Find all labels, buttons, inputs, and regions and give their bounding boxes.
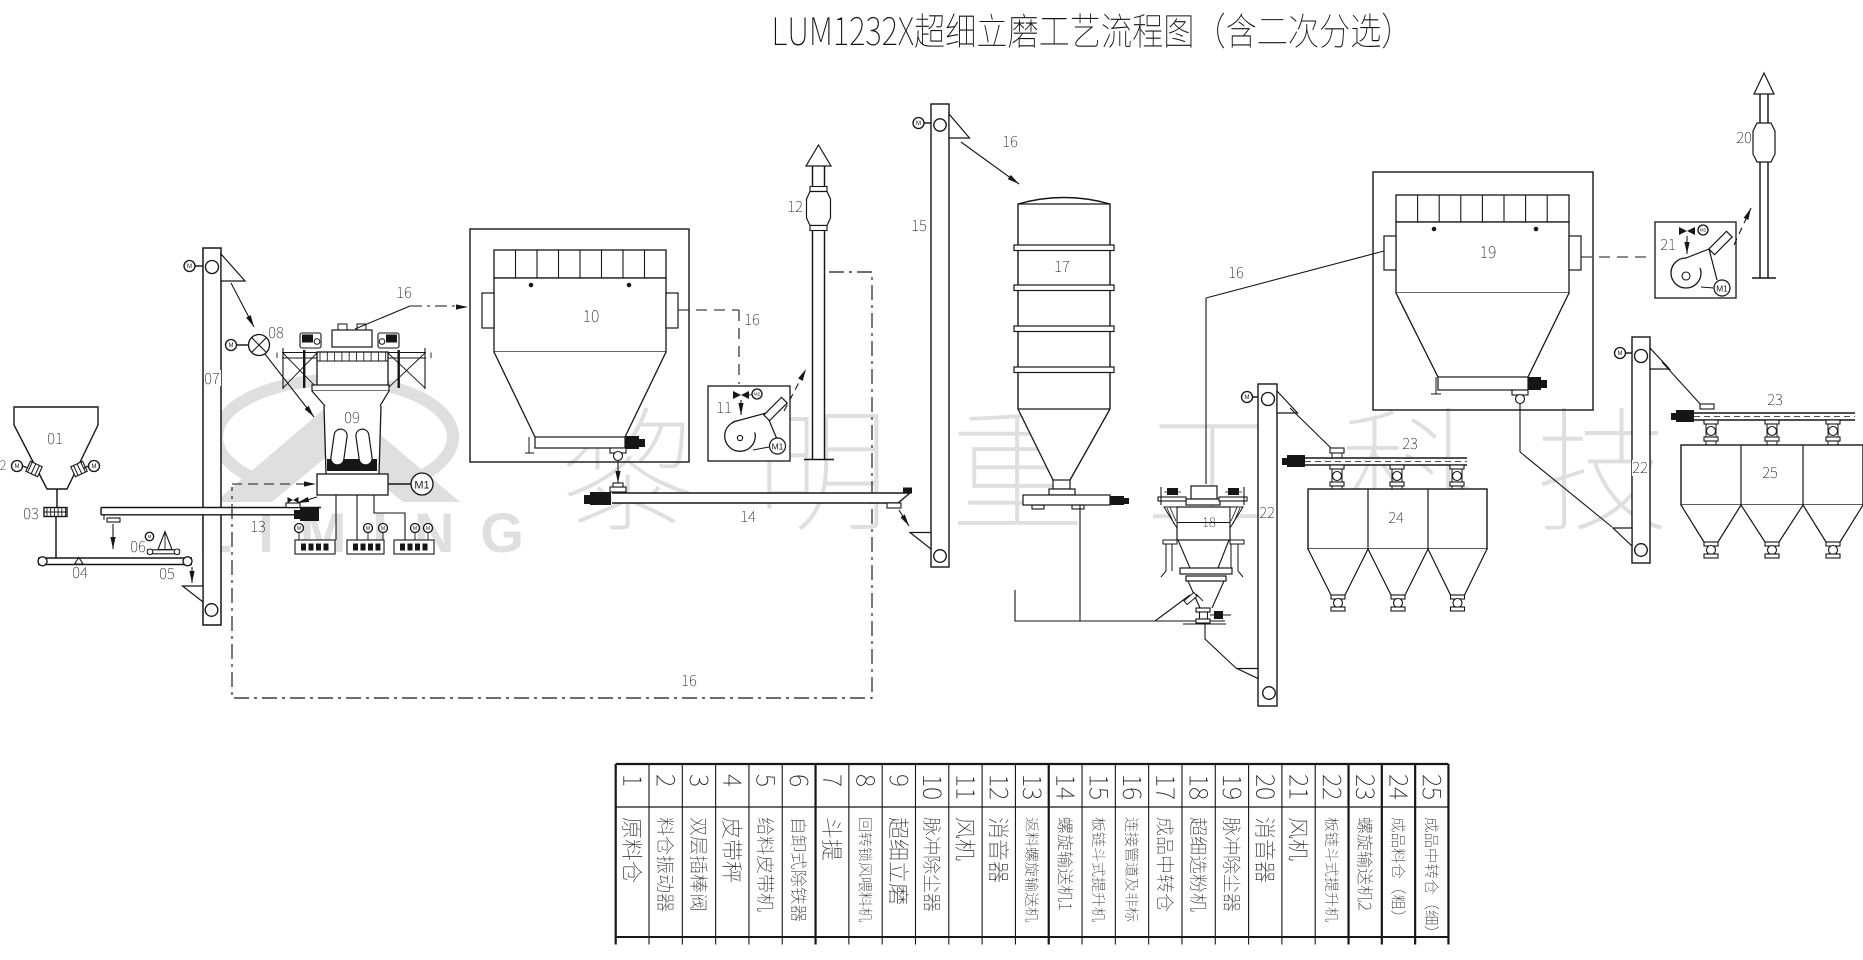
svg-text:M: M [92,464,97,470]
svg-text:M: M [148,534,152,539]
svg-text:M: M [297,526,301,532]
svg-text:M1: M1 [414,480,429,492]
svg-text:M: M [366,526,370,532]
svg-text:M: M [916,121,921,127]
svg-text:M2: M2 [754,392,761,397]
svg-text:M2: M2 [1700,228,1707,233]
svg-text:M: M [426,526,430,532]
svg-text:M: M [15,464,20,470]
svg-text:M1: M1 [772,442,784,452]
svg-text:M: M [229,343,234,349]
svg-text:M: M [381,526,385,532]
svg-text:M: M [187,264,192,270]
svg-text:M: M [1245,395,1250,401]
svg-text:M: M [1618,351,1623,357]
svg-text:M1: M1 [1716,284,1728,294]
svg-text:M: M [413,526,417,532]
